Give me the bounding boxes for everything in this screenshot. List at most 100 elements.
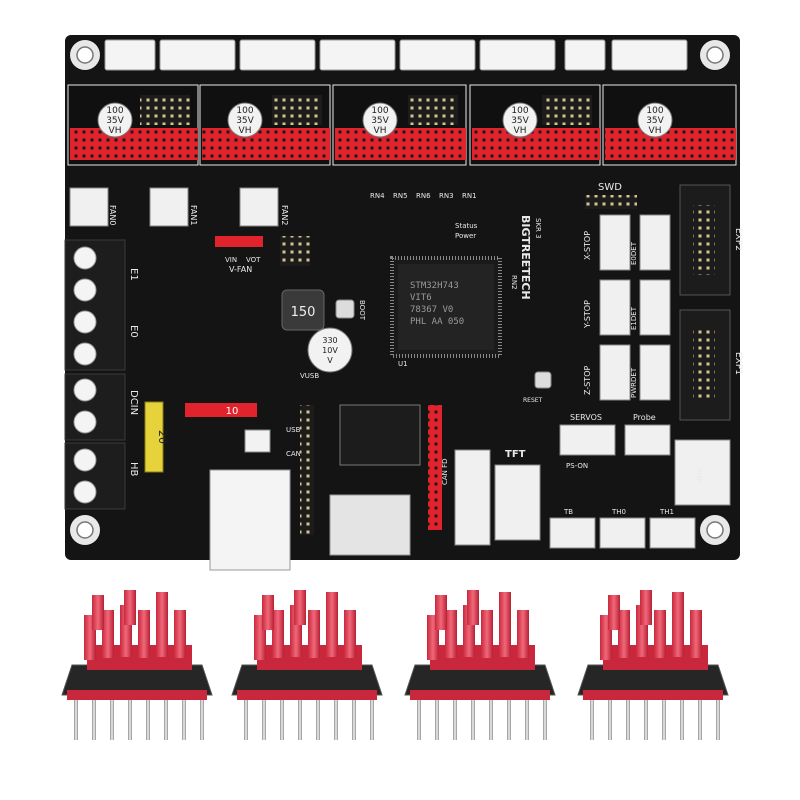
mcu-text: STM32H743	[410, 281, 459, 291]
fan2-label: FAN2	[280, 205, 289, 225]
resistor-network-labels: RN4 RN5 RN6 RN3 RN1 RN2 Status Power	[370, 192, 518, 290]
usb-port	[209, 469, 291, 571]
exp1-label: EXP1	[733, 352, 743, 375]
rn-label: RN4	[370, 192, 385, 200]
mcu-text: PHL AA 050	[410, 317, 464, 327]
servos-label: SERVOS	[570, 413, 602, 422]
cap-label: 35V	[646, 116, 664, 126]
vot-label: VOT	[246, 256, 261, 264]
cap-label: 100	[646, 106, 663, 116]
fuse-20-label: 20	[156, 430, 169, 444]
cap-label: 35V	[106, 116, 124, 126]
tb-label: TB	[563, 508, 573, 516]
dcin-label: DCIN	[128, 390, 139, 415]
cap-label: 35V	[236, 116, 254, 126]
rn-label: RN5	[393, 192, 408, 200]
mounting-holes	[70, 40, 730, 545]
exp2-label: EXP2	[733, 228, 743, 251]
mcu-text: VIT6	[410, 293, 432, 303]
driver-socket	[199, 84, 331, 166]
stepper-driver-module	[577, 590, 729, 740]
pwrdet-label: PWRDET	[630, 367, 638, 398]
brand-label: BIGTREETECH	[519, 215, 532, 300]
vin-label: VIN	[225, 256, 237, 264]
fuse-10-label: 10	[226, 406, 239, 417]
e1-terminal-label: E1	[128, 268, 139, 281]
x-stop-label: X-STOP	[583, 231, 592, 260]
swd-label: SWD	[598, 182, 622, 193]
stepper-driver-module	[404, 590, 556, 740]
vusb-label: VUSB	[300, 372, 319, 380]
power-components: 150 330 10V V BOOT VUSB	[281, 289, 366, 380]
cap-label: VH	[374, 126, 387, 136]
cap-label: 100	[511, 106, 528, 116]
endstop-connectors: X-STOP Y-STOP Z-STOP E0DET E1DET PWRDET	[583, 214, 671, 401]
stepper-driver-module	[61, 590, 213, 740]
inductor-label: 150	[291, 305, 316, 320]
cap-label: VH	[239, 126, 252, 136]
y-stop-label: Y-STOP	[583, 300, 592, 329]
main-cap-label: 10V	[322, 346, 338, 355]
driver-socket	[332, 84, 467, 166]
tft-canfd: TFT CAN FD	[428, 405, 541, 546]
driver-socket	[67, 84, 199, 166]
fan0-label: FAN0	[108, 205, 117, 225]
fan-connectors: FAN0 FAN1 FAN2	[69, 187, 289, 227]
tft-label: TFT	[505, 449, 526, 460]
cap-label: VH	[514, 126, 527, 136]
model-label: SKR 3	[534, 218, 542, 239]
probe-label: Probe	[633, 413, 656, 422]
mcu-chip: STM32H743 VIT6 78367 V0 PHL AA 050 U1	[390, 256, 502, 368]
driver-sockets	[67, 84, 737, 166]
reset-label: RESET	[523, 397, 543, 404]
reset-button[interactable]	[534, 371, 552, 389]
sd-card-slot	[329, 494, 411, 556]
e0det-label: E0DET	[630, 241, 638, 265]
vfan-jumper: VIN VOT V-FAN	[215, 236, 310, 274]
boot-button[interactable]	[335, 299, 355, 319]
cap-label: 100	[236, 106, 253, 116]
motor-connectors	[104, 39, 688, 71]
cap-label: 100	[371, 106, 388, 116]
screw-terminals: E1 E0 DCIN HB	[64, 239, 139, 510]
rgb-label: RGB	[695, 468, 703, 483]
cap-label: 35V	[511, 116, 529, 126]
ps-on-label: PS-ON	[566, 462, 588, 470]
boot-label: BOOT	[358, 300, 366, 321]
e0-terminal-label: E0	[128, 325, 139, 338]
stepper-driver-module	[231, 590, 383, 740]
z-stop-label: Z-STOP	[583, 366, 592, 395]
cap-label: 35V	[371, 116, 389, 126]
servo-probe-connectors: SERVOS Probe RGB PS-ON	[559, 413, 731, 506]
rn-label: RN6	[416, 192, 431, 200]
cap-label: 100	[106, 106, 123, 116]
mcu-text: 78367 V0	[410, 305, 453, 315]
driver-socket	[602, 84, 737, 166]
fan1-label: FAN1	[189, 205, 198, 225]
rn-label: RN3	[439, 192, 454, 200]
u1-label: U1	[398, 360, 408, 368]
hb-label: HB	[128, 462, 139, 477]
e1det-label: E1DET	[630, 306, 638, 330]
brand-block: BIGTREETECH SKR 3 RESET	[519, 215, 552, 404]
driver-socket	[469, 84, 601, 166]
can-label: CAN	[286, 450, 301, 458]
swd-header: SWD	[585, 182, 637, 209]
rn2-label: RN2	[510, 275, 518, 290]
stepper-drivers	[61, 590, 729, 740]
fuses: 20 10	[144, 401, 257, 473]
main-cap-label: 330	[322, 336, 337, 345]
mainboard: 100 35V VH 100 35V VH 100 35V VH 100 35V…	[64, 35, 743, 571]
exp-headers: EXP2 EXP1	[679, 184, 743, 421]
main-cap-label: V	[327, 356, 333, 365]
th1-label: TH1	[659, 508, 674, 516]
rn-label: RN1	[462, 192, 477, 200]
cap-label: VH	[649, 126, 662, 136]
usb-area: USB CAN	[209, 404, 421, 571]
power-label: Power	[455, 232, 476, 240]
driver-capacitor-labels: 100 35V VH 100 35V VH 100 35V VH 100 35V…	[106, 106, 664, 136]
usb-label: USB	[286, 426, 301, 434]
cap-label: VH	[109, 126, 122, 136]
